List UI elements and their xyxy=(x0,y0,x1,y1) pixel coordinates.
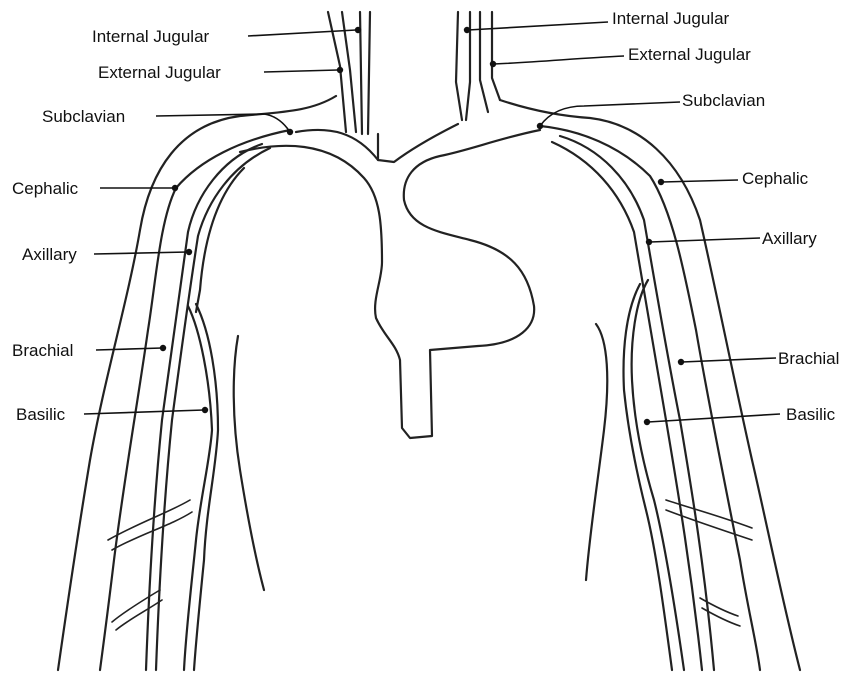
right-forearm-branch-a xyxy=(700,598,738,616)
right-external-jugular-inner xyxy=(492,12,500,100)
right-axillary-brachial-inner xyxy=(552,142,702,670)
leader-right-external-jugular xyxy=(494,56,624,64)
right-leaders xyxy=(464,22,780,425)
label-left-internal-jugular: Internal Jugular xyxy=(92,27,210,46)
label-left-subclavian: Subclavian xyxy=(42,107,125,126)
right-torso-contour xyxy=(586,324,607,580)
label-right-external-jugular: External Jugular xyxy=(628,45,751,64)
dot-left-brachial xyxy=(160,345,166,351)
dot-left-axillary xyxy=(186,249,192,255)
left-internal-jugular-inner xyxy=(368,12,370,134)
leader-left-basilic xyxy=(84,410,204,414)
dot-right-brachial xyxy=(678,359,684,365)
left-arm-veins xyxy=(58,96,336,670)
label-left-axillary: Axillary xyxy=(22,245,77,264)
left-leaders xyxy=(84,27,361,414)
right-axillary-brachial-outer xyxy=(560,136,714,670)
label-right-basilic: Basilic xyxy=(786,405,836,424)
leader-left-internal-jugular xyxy=(248,30,356,36)
label-left-external-jugular: External Jugular xyxy=(98,63,221,82)
right-labels: Internal Jugular External Jugular Subcla… xyxy=(612,9,839,424)
leader-left-axillary xyxy=(94,252,188,254)
label-right-cephalic: Cephalic xyxy=(742,169,809,188)
left-basilic-inner xyxy=(194,304,218,670)
left-forearm-branch-b xyxy=(116,600,162,630)
label-left-cephalic: Cephalic xyxy=(12,179,79,198)
leader-left-external-jugular xyxy=(264,70,338,72)
label-right-subclavian: Subclavian xyxy=(682,91,765,110)
dot-left-internal-jugular xyxy=(355,27,361,33)
dot-right-internal-jugular xyxy=(464,27,470,33)
dot-right-axillary xyxy=(646,239,652,245)
heart-vessels xyxy=(240,124,540,438)
dot-left-external-jugular xyxy=(337,67,343,73)
dot-left-subclavian xyxy=(287,129,293,135)
heart-outline xyxy=(240,130,540,438)
leader-left-brachial xyxy=(96,348,162,350)
left-arm-outer-contour xyxy=(58,96,336,670)
right-cephalic-vein xyxy=(540,126,760,670)
dot-right-basilic xyxy=(644,419,650,425)
dot-right-subclavian xyxy=(537,123,543,129)
leader-right-basilic xyxy=(648,414,780,422)
label-right-internal-jugular: Internal Jugular xyxy=(612,9,730,28)
leader-right-internal-jugular xyxy=(468,22,608,30)
right-median-cubital-lower xyxy=(666,510,752,540)
dot-right-cephalic xyxy=(658,179,664,185)
right-internal-jugular-outer xyxy=(456,12,462,120)
dot-left-cephalic xyxy=(172,185,178,191)
left-torso-contour xyxy=(234,336,264,590)
left-axillary-brachial-inner xyxy=(156,148,270,670)
leader-left-subclavian xyxy=(156,114,290,132)
brachiocephalic-junction xyxy=(378,124,458,162)
dot-right-external-jugular xyxy=(490,61,496,67)
label-right-brachial: Brachial xyxy=(778,349,839,368)
label-right-axillary: Axillary xyxy=(762,229,817,248)
label-left-basilic: Basilic xyxy=(16,405,66,424)
label-left-brachial: Brachial xyxy=(12,341,73,360)
left-brachiocephalic-upper xyxy=(296,130,378,160)
leader-right-cephalic xyxy=(662,180,738,182)
right-external-jugular-outer xyxy=(480,12,488,112)
dot-left-basilic xyxy=(202,407,208,413)
